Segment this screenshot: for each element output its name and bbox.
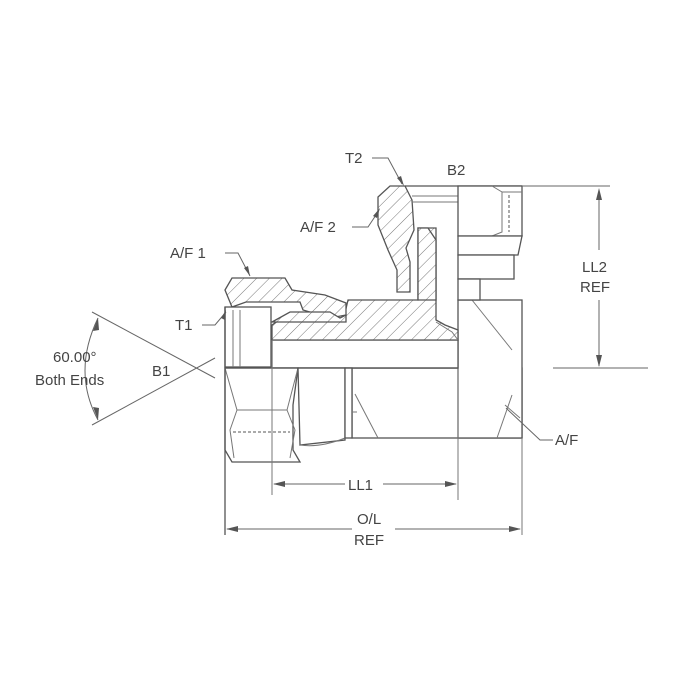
angle-dimension (84, 311, 216, 426)
ol-label: O/L (357, 511, 381, 528)
ol-ref-label: REF (354, 532, 384, 549)
ll2-label: LL2 (582, 259, 607, 276)
ll1-label: LL1 (348, 477, 373, 494)
af-label: A/F (555, 432, 578, 449)
af2-label: A/F 2 (300, 219, 336, 236)
af-leader (505, 407, 553, 441)
body-bore (271, 339, 459, 369)
ll2-dimension (522, 185, 648, 369)
t1-label: T1 (175, 317, 193, 334)
angle-note-label: Both Ends (35, 372, 104, 389)
b1-label: B1 (152, 363, 170, 380)
af2-leader (352, 208, 380, 228)
t1-leader (202, 310, 227, 326)
angle-value-label: 60.00° (53, 349, 97, 366)
top-swivel-nut (377, 185, 523, 301)
t2-label: T2 (345, 150, 363, 167)
af1-leader (225, 252, 251, 277)
ll1-dimension (273, 481, 457, 487)
t2-leader (372, 157, 404, 186)
af1-label: A/F 1 (170, 245, 206, 262)
elbow-body (351, 299, 523, 535)
b2-label: B2 (447, 162, 465, 179)
ol-dimension (226, 526, 521, 532)
outlet-stem-section (417, 227, 437, 301)
ll2-ref-label: REF (580, 279, 610, 296)
left-swivel-nut (224, 277, 458, 535)
